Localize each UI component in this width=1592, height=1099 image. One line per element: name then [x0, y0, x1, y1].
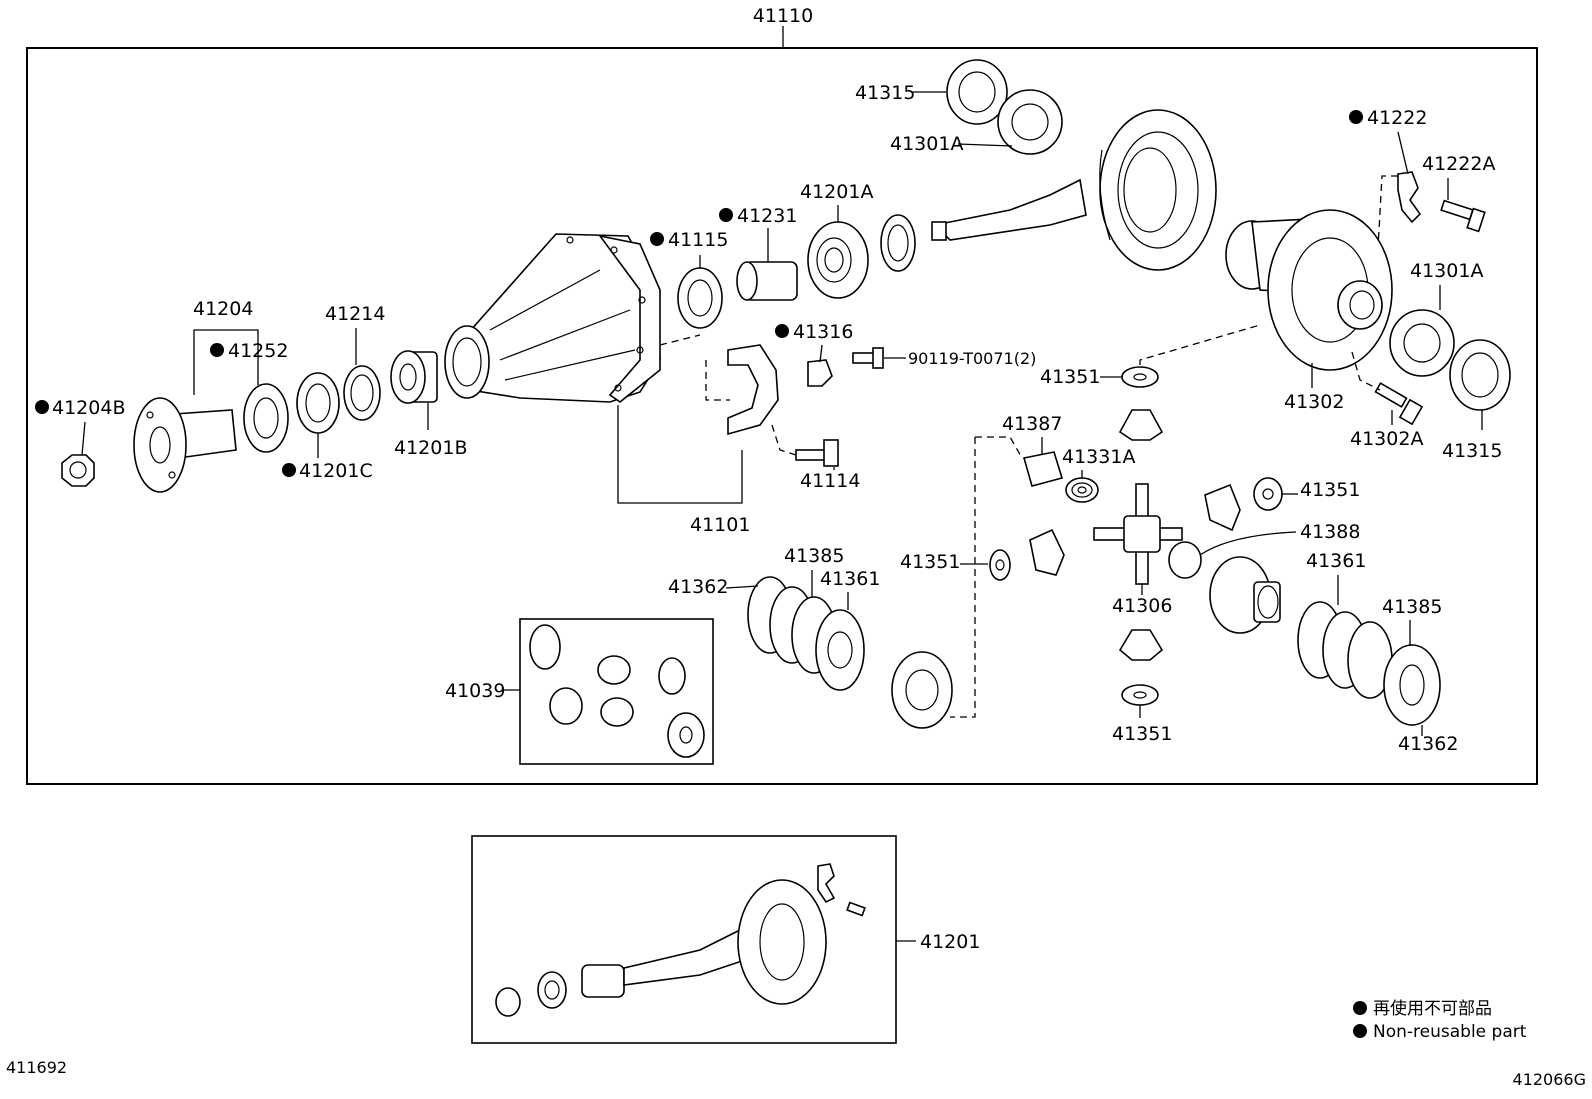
side-gear-left [891, 651, 953, 729]
bearing-41201A [807, 221, 869, 299]
label-41222A[interactable]: 41222A [1422, 153, 1495, 175]
clutch-pack-left [747, 576, 865, 691]
lock-plate-41316 [807, 359, 833, 387]
seal-41115 [677, 267, 723, 329]
washer-41351-c [989, 549, 1011, 581]
bearing-cap [727, 344, 779, 436]
nut-41204B [61, 454, 95, 487]
label-41331A[interactable]: 41331A [1062, 446, 1135, 468]
spacer-41214 [343, 365, 381, 421]
washer-41351-b [1253, 477, 1283, 511]
legend-dot-en [1353, 1024, 1367, 1038]
label-41222[interactable]: 41222 [1367, 107, 1427, 129]
label-41301A-right[interactable]: 41301A [1410, 260, 1483, 282]
legend: 再使用不可部品 Non-reusable part [1353, 998, 1527, 1042]
label-41252[interactable]: 41252 [228, 340, 288, 362]
label-41316[interactable]: 41316 [793, 321, 853, 343]
cross-shaft-41306 [1093, 483, 1183, 585]
label-41361-right[interactable]: 41361 [1306, 550, 1366, 572]
gear-kit-parts [529, 624, 705, 758]
label-41385-left[interactable]: 41385 [784, 545, 844, 567]
washer-41351-d [1121, 684, 1159, 706]
pinion-gear-right [1204, 483, 1241, 532]
label-41387[interactable]: 41387 [1002, 413, 1062, 435]
bolt-41222A [1440, 199, 1486, 233]
label-41306[interactable]: 41306 [1112, 595, 1172, 617]
subassembly-41201-parts [495, 863, 866, 1017]
gear-kit-box-41039 [519, 618, 714, 765]
label-41114[interactable]: 41114 [800, 470, 860, 492]
legend-text-jp: 再使用不可部品 [1373, 998, 1492, 1019]
label-41101[interactable]: 41101 [690, 514, 750, 536]
label-41302A[interactable]: 41302A [1350, 428, 1423, 450]
clutch-pack-right [1297, 601, 1441, 726]
flange-41204 [133, 397, 237, 493]
spring-41331A [1065, 477, 1099, 503]
bolt-90119 [852, 347, 884, 369]
bolt-41114 [795, 439, 839, 467]
non-reusable-marker [650, 232, 664, 246]
label-41315-right[interactable]: 41315 [1442, 440, 1502, 462]
label-90119[interactable]: 90119-T0071(2) [908, 349, 1036, 368]
label-41388[interactable]: 41388 [1300, 521, 1360, 543]
non-reusable-marker [282, 463, 296, 477]
label-41315-top[interactable]: 41315 [855, 82, 915, 104]
washer-41351-a [1121, 366, 1159, 388]
non-reusable-marker [719, 208, 733, 222]
label-41351-b[interactable]: 41351 [1300, 479, 1360, 501]
seal-41252 [243, 383, 289, 453]
label-41110[interactable]: 41110 [753, 5, 813, 27]
label-41231[interactable]: 41231 [737, 205, 797, 227]
label-41302[interactable]: 41302 [1284, 391, 1344, 413]
diagram-code-right: 412066G [1513, 1070, 1586, 1089]
race-41201C [296, 372, 340, 434]
assembly-frame [26, 47, 1538, 785]
label-41351-a[interactable]: 41351 [1040, 366, 1100, 388]
label-41214[interactable]: 41214 [325, 303, 385, 325]
legend-text-en: Non-reusable part [1373, 1022, 1527, 1042]
side-gear-right [1209, 556, 1281, 634]
bolt-41302A [1374, 382, 1424, 426]
diff-case-41302 [1225, 209, 1393, 371]
carrier-housing-41101 [444, 233, 661, 403]
diagram-code-left: 411692 [6, 1058, 67, 1077]
label-41361-left[interactable]: 41361 [820, 568, 880, 590]
legend-dot-jp [1353, 1001, 1367, 1015]
label-41204B[interactable]: 41204B [52, 397, 125, 419]
label-41115[interactable]: 41115 [668, 229, 728, 251]
pin-41388 [1168, 541, 1202, 579]
non-reusable-marker [775, 324, 789, 338]
label-41301A-top[interactable]: 41301A [890, 133, 963, 155]
pinion-gear-top [1118, 409, 1164, 441]
non-reusable-marker [1349, 110, 1363, 124]
bearing-41315-top [946, 59, 1008, 125]
washer [880, 214, 916, 272]
label-41362-left[interactable]: 41362 [668, 576, 728, 598]
race-41301A-right [1389, 309, 1455, 377]
bearing-41201B [390, 350, 438, 404]
label-41201B[interactable]: 41201B [394, 437, 467, 459]
bearing-41315-right [1449, 339, 1511, 411]
sleeve-41231 [736, 261, 798, 301]
label-41201[interactable]: 41201 [920, 931, 980, 953]
label-41351-d[interactable]: 41351 [1112, 723, 1172, 745]
pinion-gear-left [1029, 528, 1065, 576]
label-41039[interactable]: 41039 [445, 680, 505, 702]
label-41351-c[interactable]: 41351 [900, 551, 960, 573]
subassembly-box-41201 [471, 835, 897, 1044]
non-reusable-marker [35, 400, 49, 414]
ring-gear-pinion [931, 109, 1217, 271]
race-41301A-top [997, 89, 1063, 155]
label-41201C[interactable]: 41201C [299, 460, 373, 482]
non-reusable-marker [210, 343, 224, 357]
label-41385-right[interactable]: 41385 [1382, 596, 1442, 618]
plate-41387 [1022, 451, 1064, 487]
lock-plate-41222 [1397, 171, 1422, 224]
pinion-gear-bottom [1118, 629, 1164, 661]
label-41204[interactable]: 41204 [193, 298, 253, 320]
label-41362-right[interactable]: 41362 [1398, 733, 1458, 755]
label-41201A[interactable]: 41201A [800, 181, 873, 203]
